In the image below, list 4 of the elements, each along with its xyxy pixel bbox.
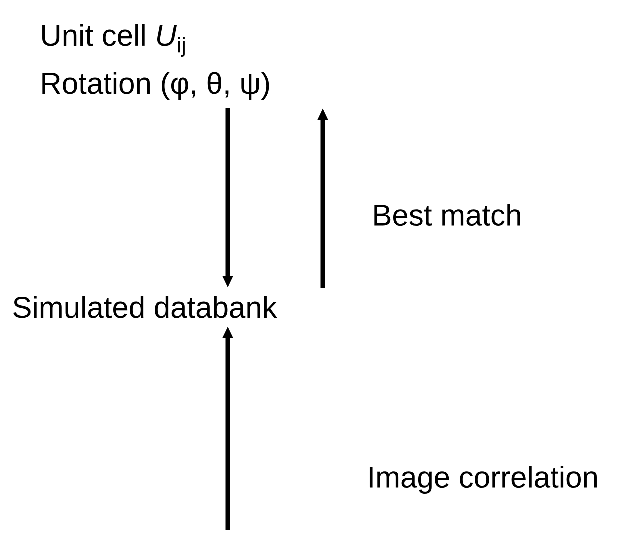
- text-label: Unit cell U$_{ij}$ Rotation (φ, θ, ψ): [42, 24, 270, 100]
- edge-label: Image correlation: [370, 466, 597, 494]
- edge-label: Best match: [374, 204, 520, 226]
- text-label: Simulated databank: [14, 296, 278, 318]
